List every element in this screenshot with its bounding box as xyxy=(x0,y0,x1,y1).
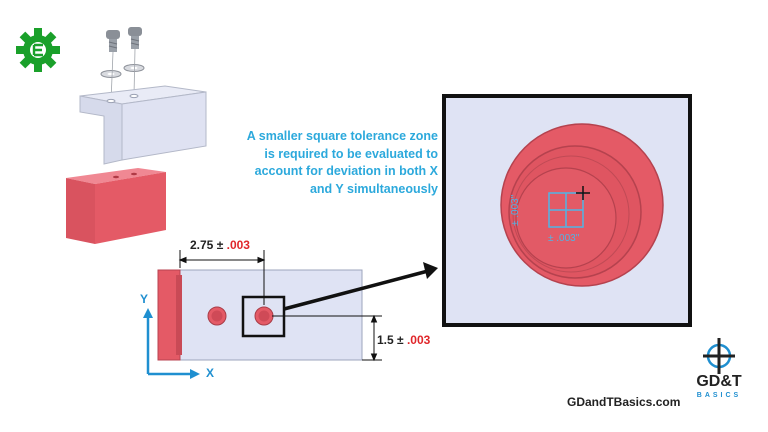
drawing-view xyxy=(157,269,363,361)
callout-line: is required to be evaluated to xyxy=(264,146,438,161)
zone-label-horizontal: ± .003" xyxy=(548,233,580,244)
x-axis-label: X xyxy=(206,366,215,380)
callout-line: and Y simultaneously xyxy=(309,181,438,196)
dimension-tolerance: .003 xyxy=(406,333,431,347)
hole-right xyxy=(254,306,274,326)
washers xyxy=(100,64,145,78)
block-part xyxy=(66,168,166,244)
screw-right xyxy=(128,27,142,49)
website-url: GDandTBasics.com xyxy=(567,395,681,409)
callout-line: A smaller square tolerance zone xyxy=(246,129,438,143)
xy-axes xyxy=(143,308,200,379)
dimension-horizontal-lines xyxy=(178,250,266,305)
zoom-inset xyxy=(442,94,692,327)
gear-logo-icon xyxy=(16,28,60,72)
dimension-tolerance: .003 xyxy=(226,238,250,252)
vertical-dimension-label: 1.5 ± .003 xyxy=(377,333,430,347)
callout-line: account for deviation in both X xyxy=(254,164,438,178)
zoom-arrow xyxy=(283,262,438,311)
horizontal-dimension-label: 2.75 ± .003 xyxy=(190,238,250,252)
zone-label-vertical: ± .003" xyxy=(510,194,521,226)
brand-tagline: BASICS xyxy=(696,392,742,399)
y-axis-label: Y xyxy=(140,292,149,306)
dimension-vertical-lines xyxy=(272,314,382,362)
tolerance-callout: A smaller square tolerance zone is requi… xyxy=(206,128,438,198)
hole-left xyxy=(207,306,227,326)
gdt-basics-logo-icon xyxy=(703,338,735,374)
hole-center-crosshair-icon xyxy=(576,186,590,200)
screw-left xyxy=(106,30,120,52)
dimension-value: 1.5 ± xyxy=(377,333,404,347)
dimension-value: 2.75 ± xyxy=(190,238,224,252)
square-tolerance-zone xyxy=(548,192,584,228)
bracket-part xyxy=(79,85,207,165)
brand-name: GD&T xyxy=(696,373,742,390)
